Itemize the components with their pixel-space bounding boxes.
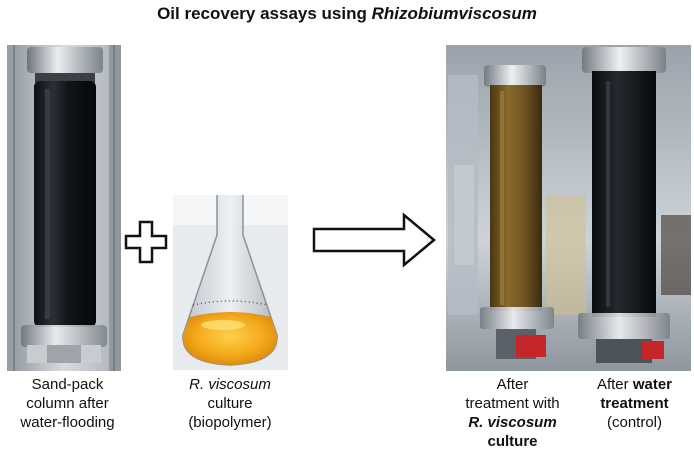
culture-caption-organism: R. viscosum <box>189 376 271 393</box>
treated-caption-line-1: After <box>496 376 529 393</box>
treated-caption-line-4: culture <box>487 433 538 450</box>
plus-sign-icon <box>124 220 168 264</box>
control-caption-line-3: (control) <box>606 414 662 431</box>
control-caption-after: After <box>596 376 633 393</box>
control-caption-line-2: treatment <box>600 395 669 412</box>
treated-caption: After treatment with R. viscosum culture <box>440 375 585 451</box>
sandpack-caption-line-2: column after <box>26 395 109 412</box>
treated-caption-organism: R. viscosum <box>468 414 557 431</box>
right-arrow-icon <box>312 212 436 268</box>
culture-caption: R. viscosum culture (biopolymer) <box>165 375 295 432</box>
culture-caption-line-2: culture <box>207 395 253 412</box>
treated-columns-photo <box>446 45 691 371</box>
sandpack-caption-line-1: Sand-pack <box>31 376 104 393</box>
control-caption-line-1: After water <box>575 375 694 394</box>
figure-title: Oil recovery assays using Rhizobiumvisco… <box>0 4 694 24</box>
sandpack-column-photo <box>7 45 121 371</box>
culture-caption-line-3: (biopolymer) <box>188 414 272 431</box>
sandpack-caption-line-3: water-flooding <box>20 414 115 431</box>
title-organism: Rhizobiumviscosum <box>371 4 537 23</box>
sandpack-caption: Sand-pack column after water-flooding <box>0 375 135 432</box>
control-caption-water: water <box>632 376 673 393</box>
treated-caption-line-2: treatment with <box>465 395 560 412</box>
control-caption: After water treatment (control) <box>575 375 694 432</box>
title-prefix: Oil recovery assays using <box>157 4 372 23</box>
culture-flask-photo <box>173 195 288 370</box>
